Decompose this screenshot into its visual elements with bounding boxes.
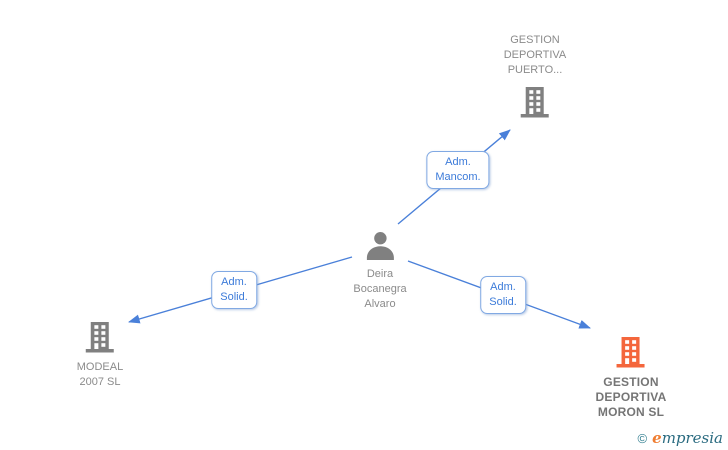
company-node-gestion-deportiva-moron-sl[interactable]: GESTION DEPORTIVA MORON SL	[596, 335, 667, 420]
company-name: GESTION DEPORTIVA MORON SL	[595, 375, 667, 419]
edge-label-adm-mancom: Adm. Mancom.	[426, 151, 490, 189]
edge-label-adm-solid-right: Adm. Solid.	[480, 276, 526, 314]
building-icon	[596, 335, 667, 369]
brand-wordmark: empresia	[652, 429, 723, 447]
company-name: MODEAL 2007 SL	[76, 361, 124, 388]
person-name: Deira Bocanegra Alvaro	[353, 268, 407, 310]
person-node-deira-bocanegra-alvaro[interactable]: Deira Bocanegra Alvaro	[353, 231, 407, 312]
building-icon	[77, 320, 123, 354]
edge-label-adm-solid-left: Adm. Solid.	[211, 271, 257, 309]
empresia-logo[interactable]: © empresia	[638, 429, 723, 447]
company-node-modeal-2007-sl[interactable]: MODEAL 2007 SL	[77, 320, 123, 390]
building-icon	[504, 85, 567, 119]
person-icon	[353, 231, 406, 261]
copyright-icon: ©	[637, 431, 648, 446]
company-name: GESTION DEPORTIVA PUERTO...	[503, 34, 567, 76]
company-node-gestion-deportiva-puerto[interactable]: GESTION DEPORTIVA PUERTO...	[503, 33, 567, 119]
